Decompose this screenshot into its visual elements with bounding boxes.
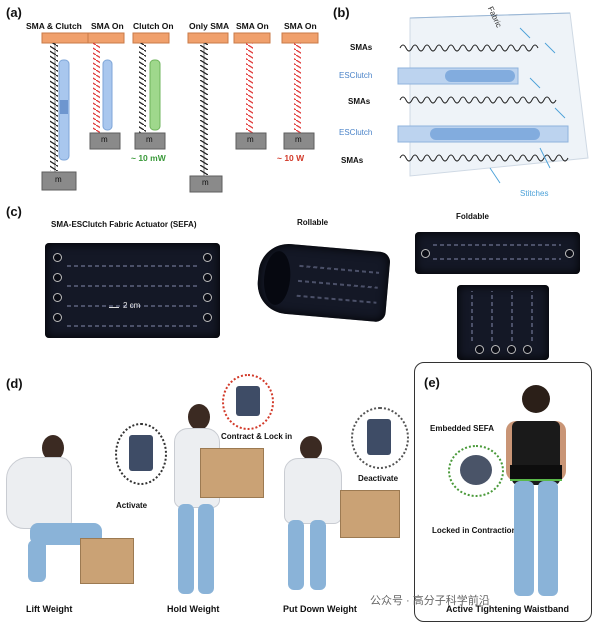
weight-label-3: m	[146, 135, 153, 144]
contract-lock-inset	[222, 374, 274, 430]
caption-waistband: Active Tightening Waistband	[446, 604, 570, 614]
layer-label-5: SMAs	[341, 156, 364, 165]
sefa-flat-photo: 2 cm	[45, 243, 220, 338]
locked-label: Locked in Contraction	[432, 526, 517, 535]
person-lift-weight	[0, 395, 140, 595]
deactivate-label: Deactivate	[358, 474, 399, 483]
label-clutch-on: Clutch On	[133, 21, 174, 31]
weight-label-6: m	[295, 135, 302, 144]
label-sma-on-3: SMA On	[284, 21, 317, 31]
panel-d-letter: (d)	[6, 376, 23, 391]
sefa-fold-bottom-photo	[457, 285, 549, 360]
watermark: 公众号 · 高分子科学前沿	[370, 595, 490, 607]
scale-bar-label: 2 cm	[123, 301, 141, 310]
activate-inset	[115, 423, 167, 485]
power-sma: ~ 10 W	[277, 153, 305, 163]
panel-e-frame	[414, 362, 592, 622]
foldable-label: Foldable	[456, 212, 489, 221]
panel-c-letter: (c)	[6, 204, 22, 219]
person-hold-weight	[160, 400, 270, 600]
caption-put-down-weight: Put Down Weight	[283, 604, 357, 614]
person-put-down-weight	[270, 430, 400, 600]
label-sma-on-2: SMA On	[236, 21, 269, 31]
person-waistband	[500, 385, 580, 610]
caption-lift-weight: Lift Weight	[26, 604, 73, 614]
panel-a-diagram	[41, 32, 319, 193]
rollable-label: Rollable	[297, 218, 329, 227]
sefa-title: SMA-ESClutch Fabric Actuator (SEFA)	[51, 220, 197, 229]
label-only-sma: Only SMA	[189, 21, 230, 31]
layer-label-3: SMAs	[348, 97, 371, 106]
embedded-sefa-label: Embedded SEFA	[430, 424, 495, 433]
power-clutch: ~ 10 mW	[131, 153, 166, 163]
layer-label-4: ESClutch	[339, 128, 373, 137]
layer-label-2: ESClutch	[339, 71, 373, 80]
weight-label-1: m	[55, 175, 62, 184]
weight-label-5: m	[247, 135, 254, 144]
panel-e-letter: (e)	[424, 375, 440, 390]
layer-label-1: SMAs	[350, 43, 373, 52]
caption-hold-weight: Hold Weight	[167, 604, 220, 614]
weight-label-2: m	[101, 135, 108, 144]
contract-lock-label: Contract & Lock in	[221, 432, 293, 441]
label-sma-clutch: SMA & Clutch	[26, 21, 82, 31]
panel-a-letter: (a)	[6, 5, 22, 20]
panel-b-letter: (b)	[333, 5, 350, 20]
sefa-rolled-photo	[255, 241, 391, 323]
panel-b-diagram	[397, 12, 589, 184]
weight-label-4: m	[202, 178, 209, 187]
activate-label: Activate	[116, 501, 148, 510]
locked-inset	[448, 445, 504, 497]
stitches-label: Stitches	[520, 189, 549, 198]
sefa-fold-top-photo	[415, 232, 580, 274]
label-sma-on-1: SMA On	[91, 21, 124, 31]
deactivate-inset	[351, 407, 409, 469]
